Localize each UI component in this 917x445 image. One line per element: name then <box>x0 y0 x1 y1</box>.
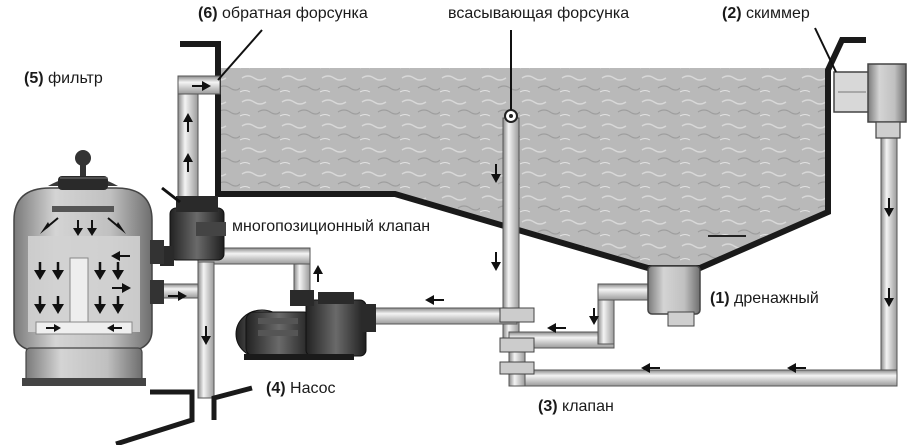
arrow-left <box>787 363 806 373</box>
main-drain <box>647 235 746 327</box>
arrow-right <box>192 81 211 91</box>
skimmer-return-pipe <box>508 369 898 387</box>
arrow-down <box>112 296 124 314</box>
arrow-down <box>589 308 599 325</box>
arrow-down-right <box>107 217 126 234</box>
arrow-right <box>168 291 187 301</box>
arrow-down <box>34 296 46 314</box>
label-valve: (3) клапан <box>538 398 614 415</box>
arrow-down <box>491 252 501 271</box>
label-drain: (1) дренажный <box>710 290 819 307</box>
arrow-down <box>201 326 211 345</box>
label-return-jet: (6) обратная форсунка <box>198 5 368 22</box>
arrow-left <box>425 295 444 305</box>
label-suction-jet: всасывающая форсунка <box>448 5 630 22</box>
multiport-valve <box>160 186 226 266</box>
sand-filter <box>13 150 164 386</box>
arrow-down <box>112 262 124 280</box>
arrow-up <box>183 153 193 172</box>
arrow-down <box>34 262 46 280</box>
arrow-down-left <box>40 217 59 234</box>
valve-group <box>499 307 535 375</box>
pool-water <box>218 68 828 268</box>
arrow-right <box>112 283 131 293</box>
label-filter: (5) фильтр <box>24 70 103 87</box>
flow-arrows <box>34 81 894 373</box>
arrow-right <box>46 324 61 332</box>
label-multiport-valve: многопозиционный клапан <box>232 218 431 235</box>
arrow-down <box>94 262 106 280</box>
arrow-down <box>491 164 501 183</box>
arrow-down <box>884 288 894 307</box>
arrow-down <box>73 220 83 236</box>
leader-lines <box>217 27 837 110</box>
label-skimmer: (2) скиммер <box>722 5 810 22</box>
arrow-down <box>94 296 106 314</box>
waste-drain-channel <box>115 385 253 445</box>
arrow-up <box>183 113 193 132</box>
pump-suction-pipe <box>371 307 518 325</box>
label-pump: (4) Насос <box>266 380 336 397</box>
pump <box>235 290 376 360</box>
leader-return-jet <box>217 29 263 81</box>
skimmer-pipe-vertical <box>880 129 898 386</box>
arrow-left <box>547 323 566 333</box>
arrow-down <box>87 220 97 236</box>
arrow-down <box>884 198 894 217</box>
arrow-left <box>111 251 130 261</box>
leader-skimmer <box>814 27 837 73</box>
arrow-left <box>107 324 122 332</box>
arrow-up <box>313 265 323 282</box>
arrow-down <box>52 262 64 280</box>
arrow-left <box>641 363 660 373</box>
arrow-down <box>52 296 64 314</box>
skimmer <box>833 63 907 139</box>
